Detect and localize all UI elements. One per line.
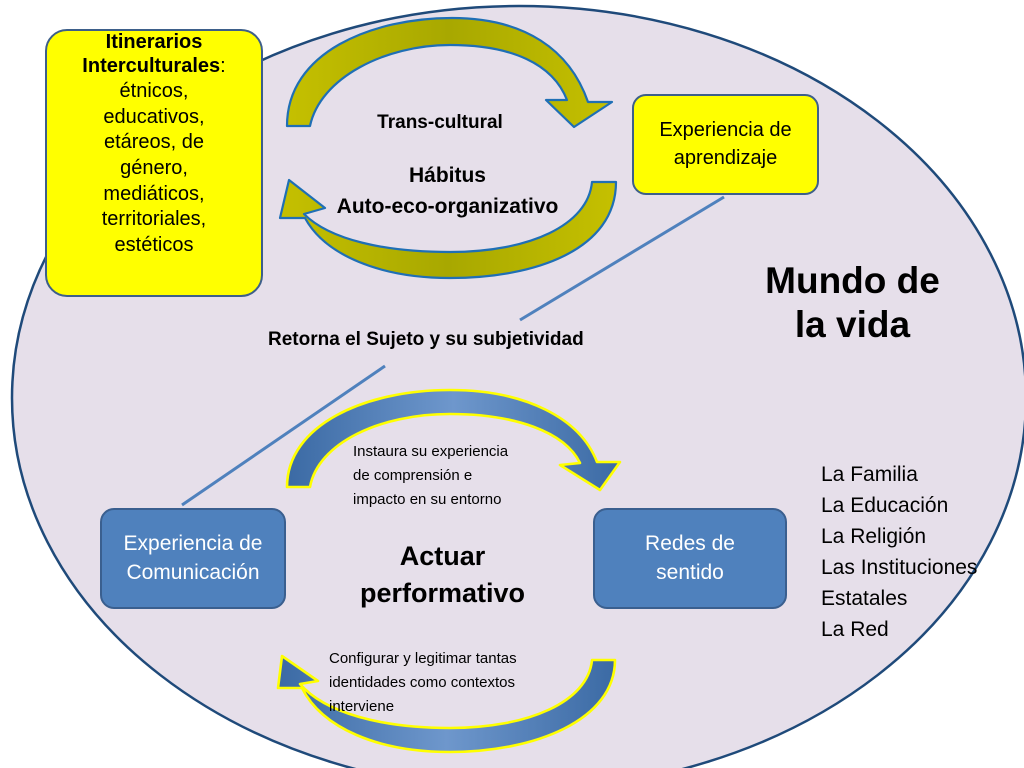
list-item: Las Instituciones — [821, 556, 978, 579]
experiencia-aprendizaje-box: Experiencia de aprendizaje — [632, 94, 819, 195]
top-cycle-upper-arrow — [285, 16, 614, 129]
actuar-line2: performativo — [359, 578, 526, 608]
configurar-line1: Configurar y legitimar tantas — [329, 650, 517, 667]
connector-line-bottom — [181, 364, 386, 507]
retorna-label: Retorna el Sujeto y su subjetividad — [268, 329, 584, 350]
list-item: Estatales — [821, 587, 908, 610]
configurar-text: Configurar y legitimar tantas identidade… — [329, 647, 517, 719]
experiencia-aprendizaje-line1: Experiencia de — [659, 118, 792, 141]
habitus-label: Hábitus Auto-eco-organizativo — [305, 160, 590, 222]
instaura-text: Instaura su experiencia de comprensión e… — [353, 440, 508, 512]
list-item: La Familia — [821, 463, 918, 486]
habitus-line1: Hábitus — [408, 164, 486, 187]
list-item: La Educación — [821, 494, 949, 517]
mundo-title: Mundo de la vida — [740, 259, 965, 347]
top-cycle-lower-arrow — [278, 178, 618, 280]
itinerarios-item: mediáticos, — [103, 182, 205, 205]
connector-line-top — [519, 195, 725, 322]
itinerarios-title-line1: Itinerarios — [105, 31, 203, 53]
itinerarios-item: etáreos, de — [103, 131, 205, 154]
itinerarios-item: étnicos, — [119, 80, 189, 103]
instaura-line2: de comprensión e — [353, 467, 473, 484]
itinerarios-title-word: Interculturales — [82, 54, 221, 77]
configurar-line3: interviene — [329, 698, 395, 715]
redes-box: Redes de sentido — [593, 508, 787, 609]
itinerarios-title-line2: Interculturales: — [82, 55, 225, 79]
actuar-line1: Actuar — [399, 541, 486, 571]
experiencia-comunicacion-line2: Comunicación — [126, 560, 260, 584]
itinerarios-box: Itinerarios Interculturales: étnicos, ed… — [45, 29, 263, 297]
redes-line1: Redes de — [645, 531, 735, 555]
experiencia-aprendizaje-line2: aprendizaje — [673, 146, 778, 169]
itinerarios-item: género, — [120, 156, 188, 179]
mundo-line2: la vida — [794, 304, 911, 345]
experiencia-comunicacion-box: Experiencia de Comunicación — [100, 508, 286, 609]
list-item: La Religión — [821, 525, 927, 548]
instaura-line1: Instaura su experiencia — [353, 443, 509, 460]
itinerarios-item: territoriales, — [101, 208, 207, 231]
institutions-list: La Familia La Educación La Religión Las … — [821, 459, 977, 645]
experiencia-comunicacion-line1: Experiencia de — [123, 531, 263, 555]
itinerarios-item: estéticos — [114, 233, 194, 256]
list-item: La Red — [821, 618, 889, 641]
configurar-line2: identidades como contextos — [329, 674, 515, 691]
transcultural-label: Trans-cultural — [377, 112, 503, 133]
itinerarios-item: educativos, — [103, 105, 205, 128]
redes-line2: sentido — [656, 560, 724, 584]
bottom-cycle-upper-arrow — [285, 388, 622, 492]
actuar-label: Actuar performativo — [325, 538, 560, 612]
instaura-line3: impacto en su entorno — [353, 491, 502, 508]
mundo-line1: Mundo de — [765, 260, 940, 301]
habitus-line2: Auto-eco-organizativo — [336, 195, 559, 218]
bottom-cycle-lower-arrow — [276, 654, 617, 754]
itinerarios-colon: : — [220, 54, 226, 77]
